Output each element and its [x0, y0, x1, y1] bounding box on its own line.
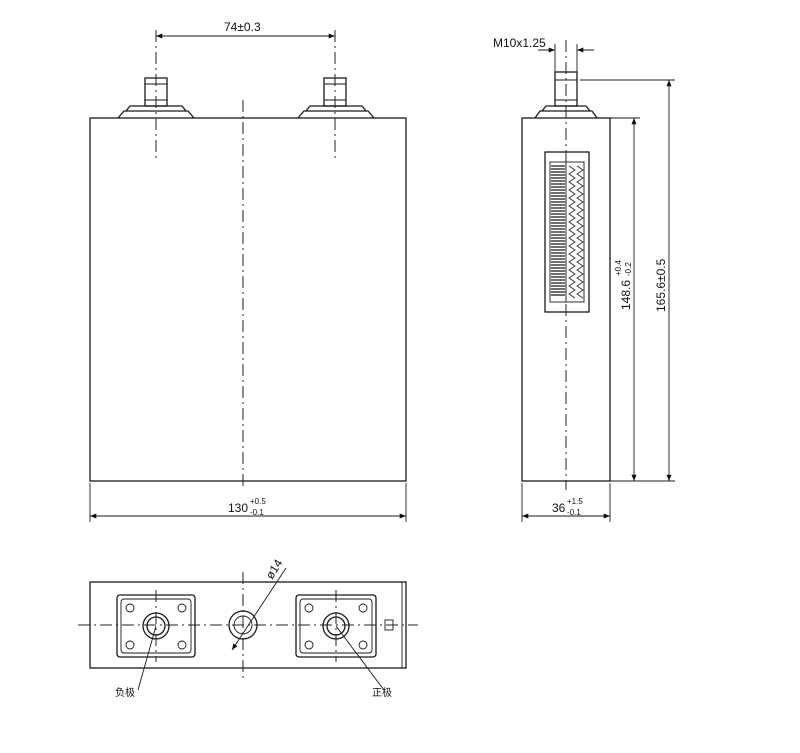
positive-terminal-top	[295, 590, 377, 662]
positive-terminal-front	[297, 30, 375, 162]
negative-label: 负极	[115, 686, 135, 699]
side-view: M10x1.25 148.6 +0.4 -0.2 165.6±0.5 36 +1…	[493, 36, 675, 522]
negative-leader	[137, 625, 157, 691]
width-tol-plus: +0.5	[250, 497, 266, 506]
label-zigzag	[568, 165, 576, 299]
positive-leader	[335, 625, 385, 691]
front-cell-body	[89, 117, 407, 482]
body-height-tol-plus: +0.4	[614, 260, 623, 276]
total-height-label: 165.6±0.5	[654, 258, 668, 312]
vent-diameter-leader	[231, 567, 287, 651]
thickness-tol-plus: +1.5	[567, 497, 583, 506]
width-tol-minus: -0.1	[250, 508, 264, 517]
label-zigzag	[576, 165, 584, 299]
side-marker	[384, 619, 394, 631]
vent-diameter-label: ø14	[263, 556, 286, 581]
thickness-label: 36	[552, 501, 566, 515]
side-terminal	[534, 71, 598, 119]
top-view: ø14 负极 正极	[78, 556, 418, 699]
width-label: 130	[228, 501, 248, 515]
terminal-spacing-label: 74±0.3	[224, 20, 261, 34]
cell-label-panel	[544, 151, 590, 313]
front-view: 74±0.3 130 +0.5 -0.1	[89, 20, 407, 522]
body-height-label: 148.6	[619, 280, 633, 310]
body-height-tol-minus: -0.2	[624, 262, 633, 276]
thickness-tol-minus: -0.1	[567, 508, 581, 517]
negative-terminal-front	[117, 30, 195, 162]
thread-label: M10x1.25	[493, 36, 546, 50]
negative-terminal-top	[116, 590, 196, 662]
positive-label: 正极	[372, 686, 392, 699]
